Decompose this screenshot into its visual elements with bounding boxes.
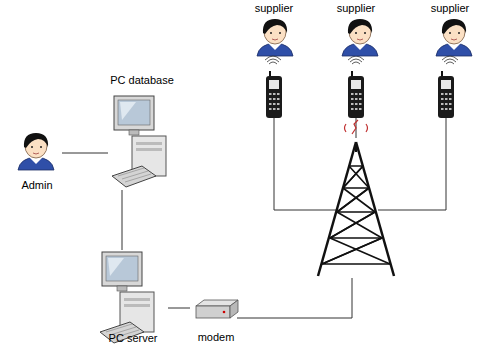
link-line: [122, 190, 123, 250]
node-label: supplier: [248, 2, 300, 15]
link-line: [168, 308, 190, 309]
network-link: [122, 190, 123, 250]
database-node: PC database: [108, 74, 176, 190]
modem-node: modem: [190, 298, 242, 344]
node-label: PC server: [98, 332, 168, 345]
server-node: PC server: [98, 250, 168, 345]
link-line: [62, 153, 108, 154]
node-label: supplier: [330, 2, 382, 15]
node-label: supplier: [425, 2, 475, 15]
radio-tower: [318, 142, 394, 276]
supplier-node: supplier: [330, 2, 382, 118]
node-label: modem: [190, 331, 242, 344]
node-label: Admin: [12, 179, 62, 192]
modem-icon: [196, 300, 238, 318]
node-label: PC database: [108, 74, 176, 87]
supplier-node: supplier: [425, 2, 475, 118]
supplier-node: supplier: [248, 2, 300, 118]
admin-node: Admin: [12, 128, 62, 192]
network-link: [168, 308, 190, 309]
network-link: [62, 153, 108, 154]
